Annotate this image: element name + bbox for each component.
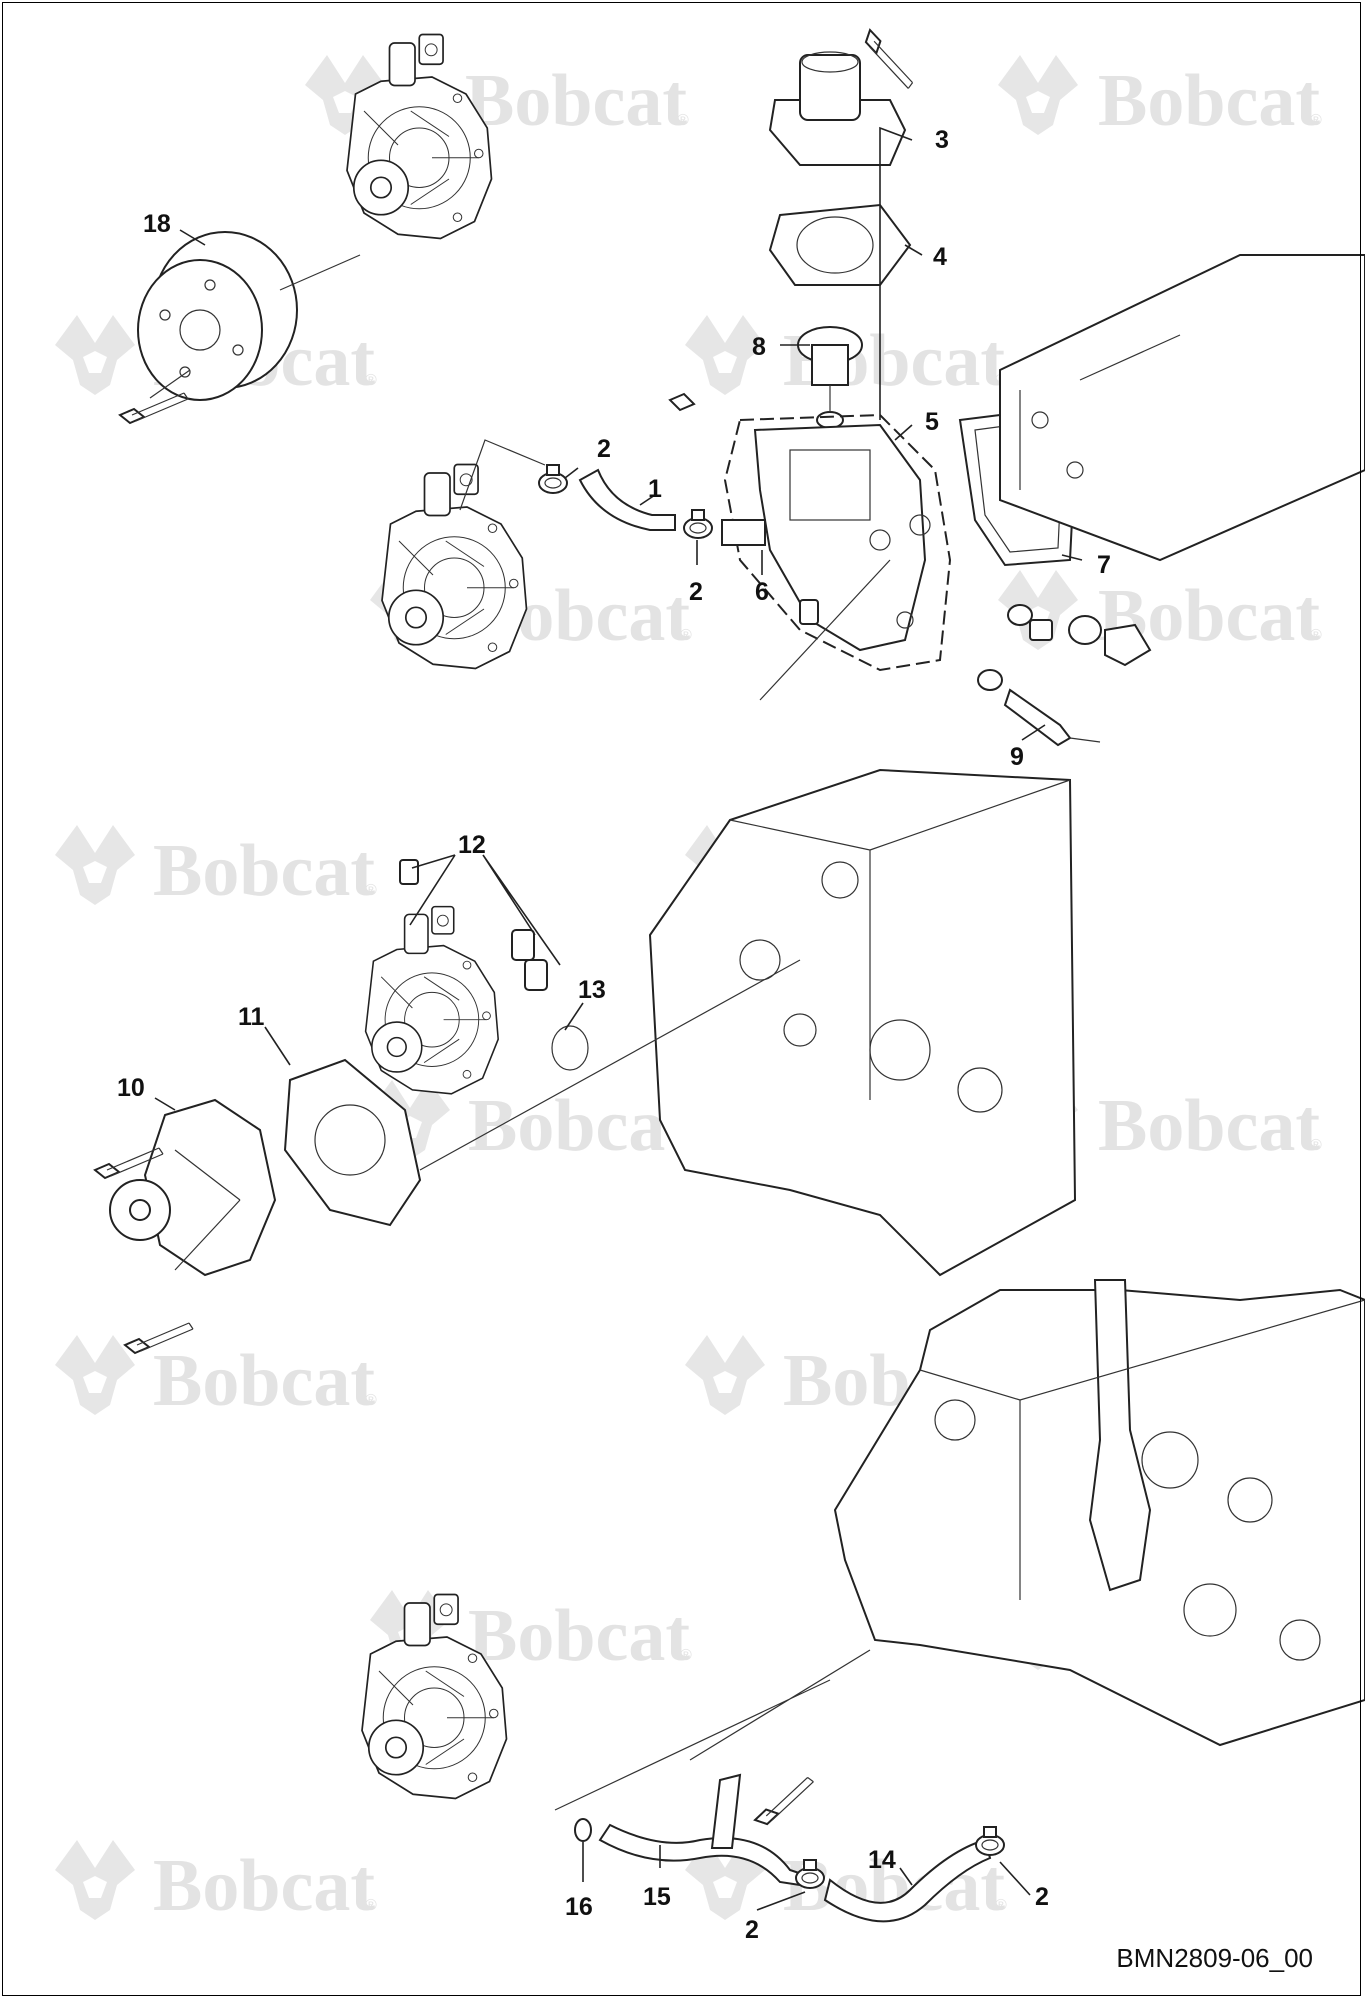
- svg-text:Bobcat: Bobcat: [468, 1595, 690, 1677]
- callout-18: 18: [143, 210, 171, 238]
- svg-text:®: ®: [680, 1647, 692, 1664]
- alignment-line: [554, 1649, 871, 1811]
- oring-16: [574, 1818, 592, 1842]
- water-pump-10: [94, 1098, 277, 1354]
- callout-2: 2: [1035, 1883, 1049, 1911]
- svg-text:®: ®: [365, 372, 377, 389]
- engine-block-bottom: [833, 1279, 1365, 1747]
- engine-head-top: [999, 254, 1365, 562]
- callout-1: 1: [648, 475, 662, 503]
- thermostat-cover-3: [768, 21, 915, 166]
- svg-text:Bobcat: Bobcat: [1098, 1085, 1320, 1167]
- callout-4: 4: [933, 243, 947, 271]
- svg-text:Bobcat: Bobcat: [153, 830, 375, 912]
- svg-text:®: ®: [995, 1897, 1007, 1914]
- drawing-code: BMN2809-06_00: [1116, 1943, 1313, 1973]
- thermostat-8: [797, 326, 863, 429]
- svg-text:Bobcat: Bobcat: [153, 1340, 375, 1422]
- callout-10: 10: [117, 1074, 145, 1102]
- svg-text:Bobcat: Bobcat: [1098, 60, 1320, 142]
- callout-8: 8: [752, 333, 766, 361]
- callout-2: 2: [689, 578, 703, 606]
- callout-6: 6: [755, 578, 769, 606]
- callout-7: 7: [1097, 551, 1111, 579]
- svg-text:®: ®: [680, 627, 692, 644]
- svg-text:®: ®: [365, 1392, 377, 1409]
- svg-text:®: ®: [1310, 627, 1322, 644]
- svg-text:Bobcat: Bobcat: [153, 1845, 375, 1927]
- svg-text:®: ®: [365, 882, 377, 899]
- callout-11: 11: [238, 1003, 265, 1031]
- pulley-18: [119, 231, 361, 424]
- callout-2: 2: [597, 435, 611, 463]
- callouts: 18 3 4 8 5 2 1 2 6 7 9 12 13 11 10 16 15…: [117, 126, 1111, 1944]
- callout-13: 13: [578, 976, 606, 1004]
- callout-3: 3: [935, 126, 949, 154]
- leader-lines: [154, 126, 1083, 1911]
- svg-text:®: ®: [1310, 112, 1322, 129]
- water-pump-mid: [381, 439, 891, 701]
- svg-text:®: ®: [1310, 1137, 1322, 1154]
- engine-block-mid: [648, 768, 1077, 1277]
- watermark: Bobcat® Bobcat® Bobcat® Bobcat® Bobcat® …: [55, 55, 1322, 1927]
- sender-9: [977, 604, 1152, 747]
- alignment-line: [419, 959, 801, 1171]
- callout-12: 12: [458, 831, 486, 859]
- hose-1: [538, 464, 766, 546]
- gasket-11: [283, 1058, 422, 1227]
- hose-14: [795, 1826, 1005, 1923]
- pump-housing-12: [364, 859, 589, 1095]
- callout-14: 14: [868, 1846, 896, 1874]
- callout-5: 5: [925, 408, 939, 436]
- callout-9: 9: [1010, 743, 1024, 771]
- svg-text:Bobcat: Bobcat: [465, 60, 687, 142]
- svg-text:®: ®: [677, 112, 689, 129]
- svg-text:®: ®: [365, 1897, 377, 1914]
- callout-15: 15: [643, 1883, 671, 1911]
- callout-2: 2: [745, 1916, 759, 1944]
- svg-text:Bobcat: Bobcat: [468, 1085, 690, 1167]
- callout-16: 16: [565, 1893, 593, 1921]
